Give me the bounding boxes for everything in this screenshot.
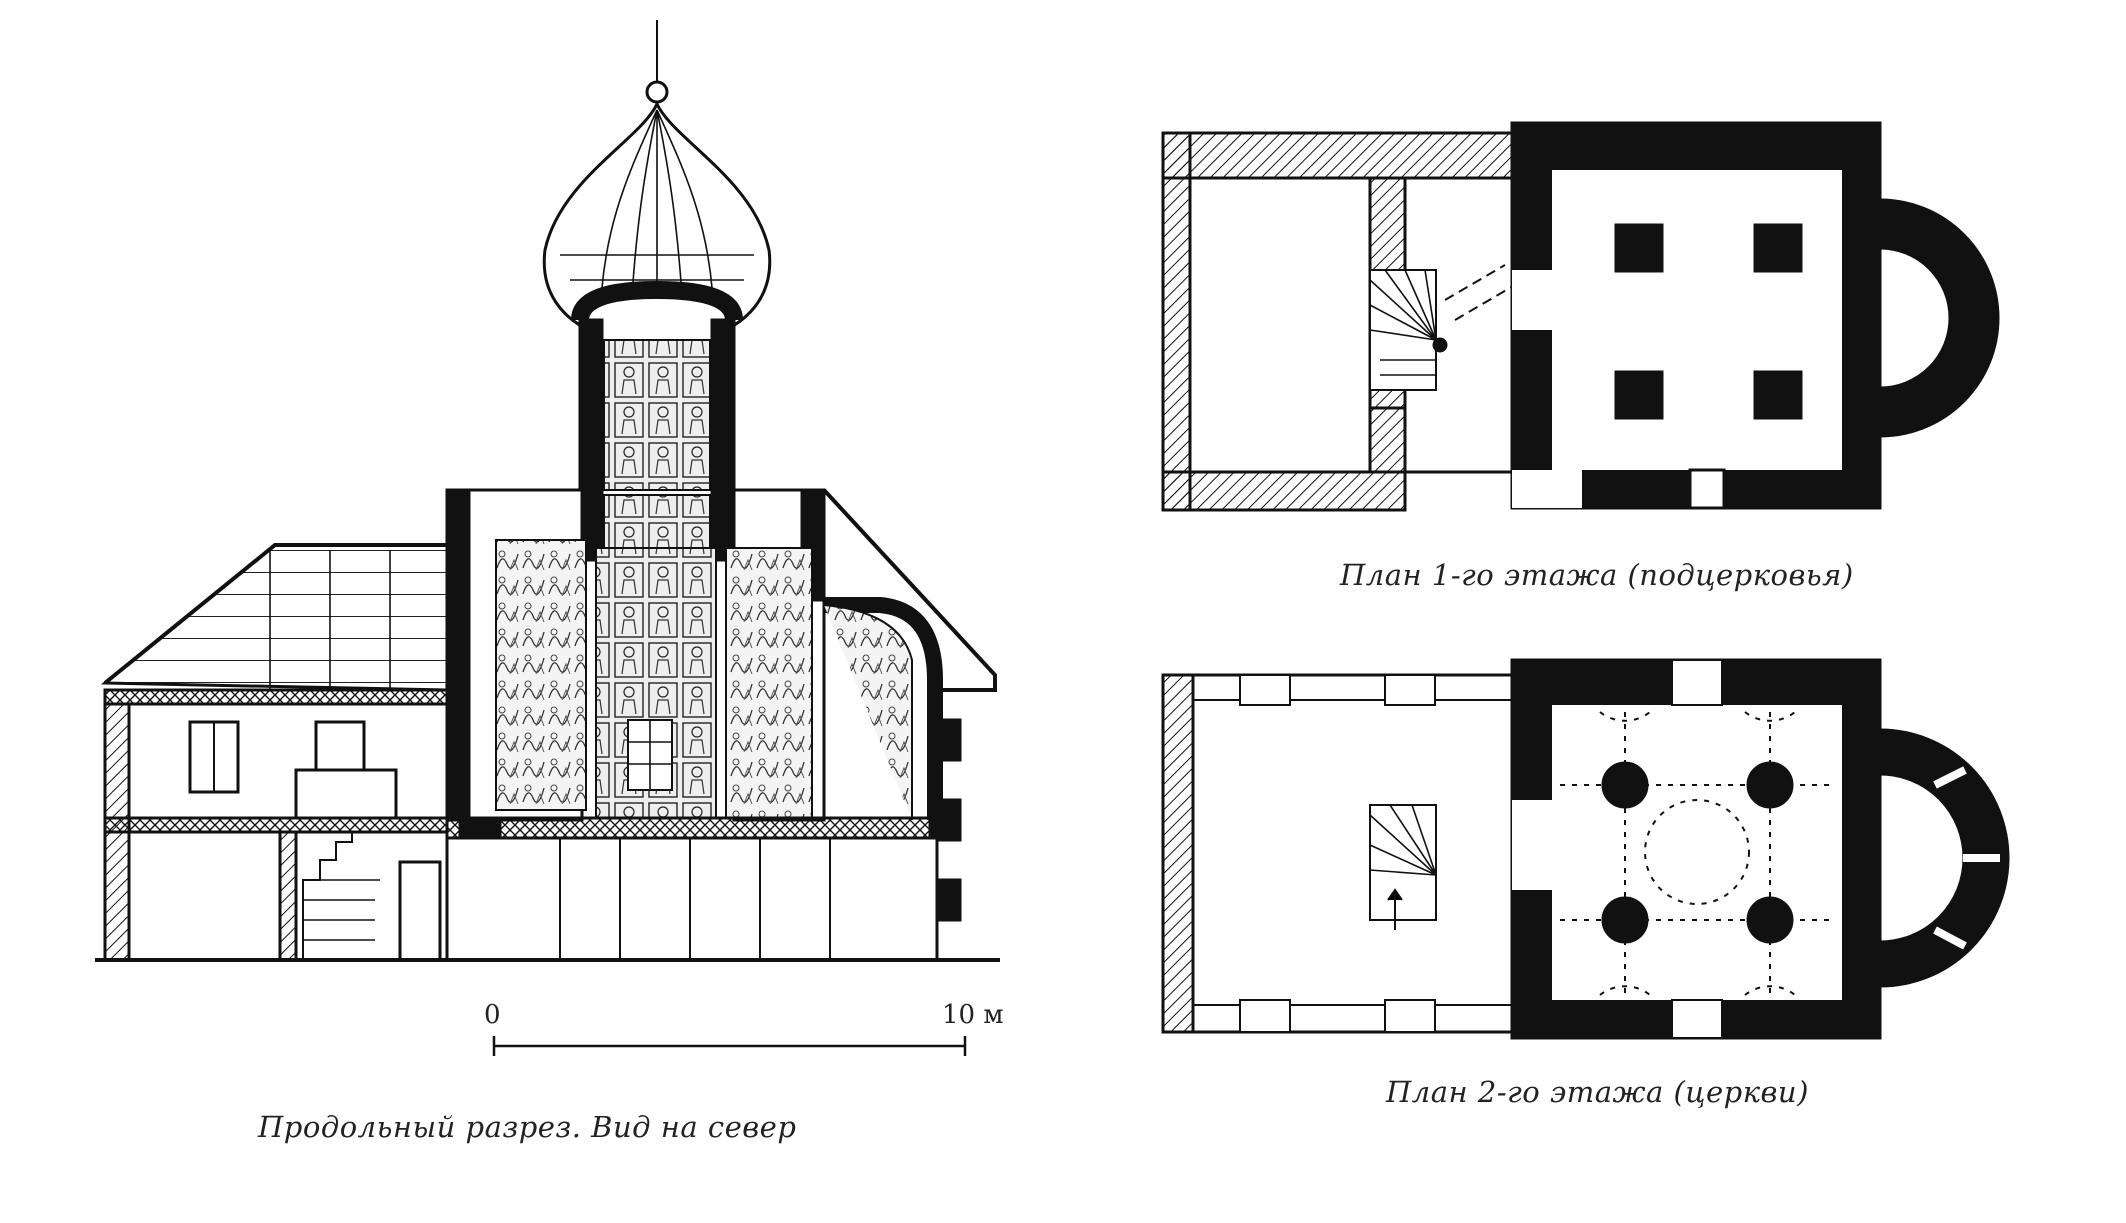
section-drawing xyxy=(95,20,1000,962)
drum xyxy=(571,280,743,562)
caption-plan1: План 1-го этажа (подцерковья) xyxy=(1340,558,1854,592)
annex xyxy=(103,688,449,962)
stair xyxy=(1369,264,1516,391)
scale-bar xyxy=(492,1036,967,1056)
left-roof xyxy=(100,543,449,692)
caption-section: Продольный разрез. Вид на север xyxy=(258,1110,797,1144)
scale-start-label: 0 xyxy=(484,1000,501,1030)
scale-end-label: 10 м xyxy=(942,1000,1004,1030)
apse-section xyxy=(822,488,997,922)
floor-plan-1 xyxy=(1161,121,2000,512)
caption-plan2: План 2-го этажа (церкви) xyxy=(1386,1075,1809,1109)
floor-plan-2 xyxy=(1161,658,2010,1040)
